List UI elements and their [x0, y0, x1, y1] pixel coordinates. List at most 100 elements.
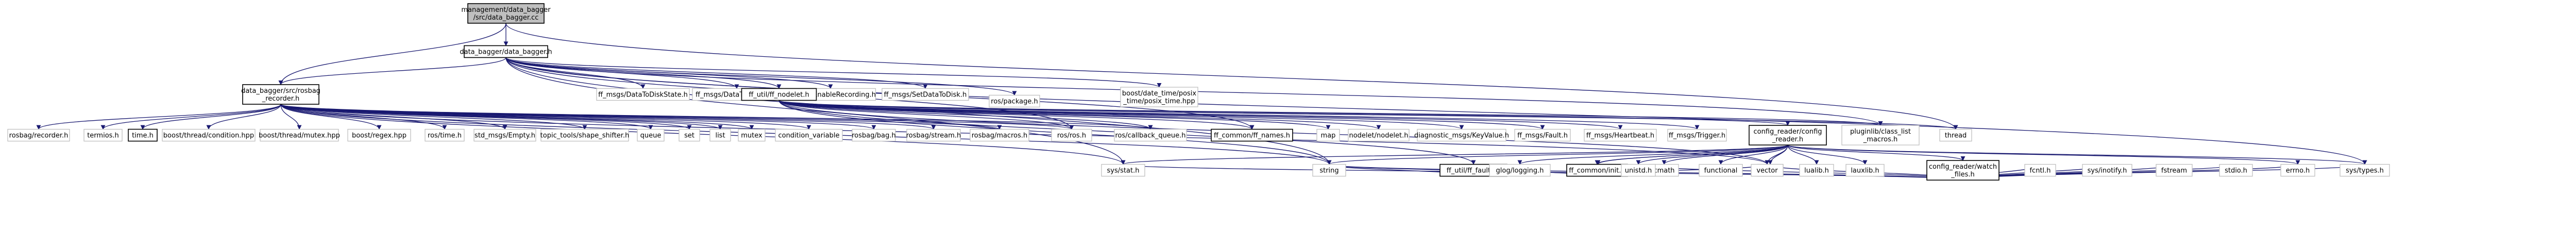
node-dbh[interactable]: data_bagger/data_bagger.h	[460, 45, 552, 58]
node-label: data_bagger/data_bagger.h	[460, 49, 552, 56]
node-box	[882, 88, 969, 101]
node-box	[2340, 164, 2390, 177]
node-label: ros/ros.h	[1057, 132, 1086, 140]
node-box	[1749, 125, 1827, 146]
node-recorder[interactable]: rosbag/recorder.h	[7, 128, 70, 142]
node-functional[interactable]: functional	[1699, 164, 1743, 177]
edge-nodelet-to-thread	[778, 100, 1958, 130]
node-cbq[interactable]: ros/callback_queue.h	[1114, 128, 1187, 142]
node-bag[interactable]: rosbag/bag.h	[852, 128, 896, 142]
node-condvar[interactable]: condition_variable	[775, 128, 843, 142]
node-label: set	[684, 132, 694, 140]
node-timeh[interactable]: time.h	[128, 128, 158, 142]
node-set[interactable]: set	[679, 128, 700, 142]
node-heartbeat[interactable]: ff_msgs/Heartbeat.h	[1584, 128, 1657, 142]
node-config[interactable]: config_reader/config_reader.h	[1749, 125, 1827, 146]
node-errno[interactable]: errno.h	[2280, 164, 2315, 177]
node-empty[interactable]: std_msgs/Empty.h	[473, 128, 536, 142]
node-box	[1316, 128, 1340, 142]
node-label: _files.h	[1951, 171, 1974, 179]
node-box	[464, 45, 548, 58]
node-shifter[interactable]: topic_tools/shape_shifter.h	[540, 128, 630, 142]
node-label: map	[1321, 132, 1336, 140]
node-names[interactable]: ff_common/ff_names.h	[1211, 128, 1293, 142]
node-label: ff_util/ff_faults.h	[1447, 167, 1501, 175]
node-thread[interactable]: thread	[1939, 128, 1972, 142]
node-label: condition_variable	[778, 132, 839, 140]
node-fstream[interactable]: fstream	[2156, 164, 2193, 177]
node-unistd[interactable]: unistd.h	[1621, 164, 1656, 177]
node-box	[1584, 128, 1657, 142]
edge-config-to-functional	[1718, 144, 1788, 165]
node-init[interactable]: ff_common/init.h	[1566, 164, 1628, 177]
edge-config-to-sysstat	[1121, 144, 1788, 165]
node-rostime[interactable]: ros/time.h	[425, 128, 465, 142]
node-vector[interactable]: vector	[1751, 164, 1784, 177]
node-label: nodelet/nodelet.h	[1349, 132, 1408, 140]
node-label: std_msgs/Empty.h	[474, 132, 535, 140]
node-diag[interactable]: diagnostic_msgs/KeyValue.h	[1414, 128, 1509, 142]
node-label: boost/regex.hpp	[352, 132, 406, 140]
node-glog[interactable]: glog/logging.h	[1489, 164, 1551, 177]
edge-dbh-to-nodelet	[505, 57, 782, 89]
node-fcntl[interactable]: fcntl.h	[2024, 164, 2056, 177]
node-label: boost/thread/condition.hpp	[163, 132, 254, 140]
node-rsh[interactable]: data_bagger/src/rosbag_recorder.h	[241, 84, 320, 105]
node-box	[989, 94, 1040, 108]
node-rospkg[interactable]: ros/package.h	[989, 94, 1040, 108]
node-stringh[interactable]: string	[1312, 164, 1346, 177]
node-root[interactable]: management/data_bagger/src/data_bagger.c…	[461, 3, 551, 24]
node-cmath[interactable]: cmath	[1649, 164, 1679, 177]
node-box	[2219, 164, 2253, 177]
node-map[interactable]: map	[1316, 128, 1340, 142]
node-posix[interactable]: boost/date_time/posix_time/posix_time.hp…	[1120, 87, 1198, 107]
node-box	[467, 3, 545, 24]
node-box	[741, 88, 817, 101]
node-label: stdio.h	[2225, 167, 2247, 175]
node-macros[interactable]: rosbag/macros.h	[970, 128, 1029, 142]
node-list[interactable]: list	[709, 128, 731, 142]
node-inotify[interactable]: sys/inotify.h	[2082, 164, 2132, 177]
node-rosh[interactable]: ros/ros.h	[1051, 128, 1092, 142]
node-label: ros/time.h	[428, 132, 462, 140]
node-bregex[interactable]: boost/regex.hpp	[347, 128, 411, 142]
node-label: functional	[1704, 167, 1738, 175]
node-box	[7, 128, 70, 142]
edge-config-to-vector	[1765, 144, 1788, 165]
node-todisk[interactable]: ff_msgs/DataToDiskState.h	[596, 88, 690, 101]
node-box	[2156, 164, 2193, 177]
node-box	[83, 128, 123, 142]
node-systypes[interactable]: sys/types.h	[2340, 164, 2390, 177]
node-nodelet[interactable]: ff_util/ff_nodelet.h	[741, 88, 817, 101]
node-queue[interactable]: queue	[637, 128, 665, 142]
node-pluginlib[interactable]: pluginlib/class_list_macros.h	[1841, 125, 1920, 146]
node-label: fstream	[2161, 167, 2187, 175]
node-mutex[interactable]: mutex	[738, 128, 766, 142]
node-label: string	[1319, 167, 1338, 175]
node-setdisk[interactable]: ff_msgs/SetDataToDisk.h	[882, 88, 969, 101]
edge-config-to-errno	[1787, 144, 2300, 165]
node-label: lualib.h	[1804, 167, 1829, 175]
node-label: ff_common/init.h	[1569, 167, 1625, 175]
node-bmutex[interactable]: boost/thread/mutex.hpp	[259, 128, 340, 142]
node-termios[interactable]: termios.h	[83, 128, 123, 142]
node-fault[interactable]: ff_msgs/Fault.h	[1514, 128, 1571, 142]
node-box	[679, 128, 700, 142]
node-lauxlib[interactable]: lauxlib.h	[1845, 164, 1885, 177]
node-nodeleth[interactable]: nodelet/nodelet.h	[1348, 128, 1410, 142]
node-bcond[interactable]: boost/thread/condition.hpp	[162, 128, 256, 142]
node-sysstat[interactable]: sys/stat.h	[1101, 164, 1145, 177]
node-stdioh[interactable]: stdio.h	[2219, 164, 2253, 177]
node-label: time.h	[132, 132, 154, 140]
node-watch[interactable]: config_reader/watch_files.h	[1926, 160, 1999, 181]
dependency-edges	[36, 23, 2367, 181]
node-label: lauxlib.h	[1851, 167, 1879, 175]
edge-rsh-to-bag	[280, 104, 876, 130]
node-label: rosbag/bag.h	[852, 132, 895, 140]
node-trigger[interactable]: ff_msgs/Trigger.h	[1667, 128, 1727, 142]
edge-dbh-to-rospkg	[505, 57, 1017, 96]
node-lualib[interactable]: lualib.h	[1799, 164, 1834, 177]
edge-rsh-to-termios	[100, 104, 281, 130]
node-stream[interactable]: rosbag/stream.h	[906, 128, 961, 142]
node-label: ff_msgs/Fault.h	[1517, 132, 1568, 140]
